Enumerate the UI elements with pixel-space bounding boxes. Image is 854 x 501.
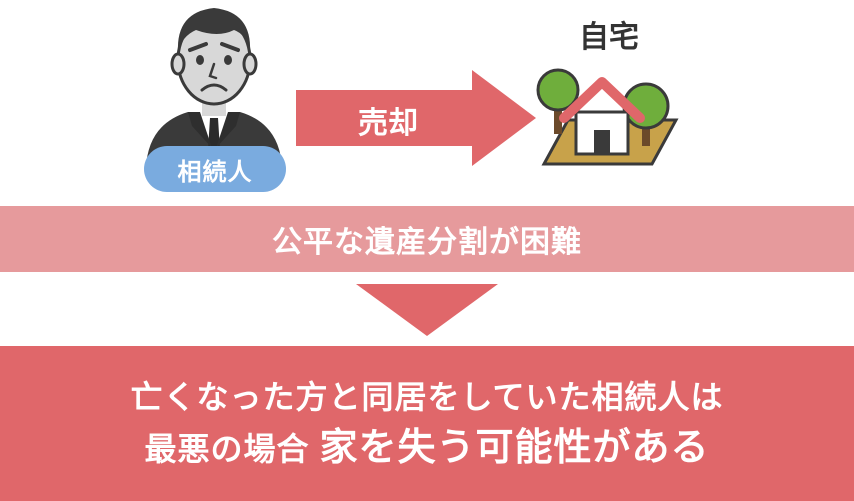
down-arrow [356,284,498,336]
sale-label: 売却 [358,106,418,141]
fairness-band: 公平な遺産分割が困難 [0,206,854,272]
conclusion-line2: 最悪の場合家を失う可能性がある [144,421,709,475]
sale-arrow [296,70,536,166]
heir-badge: 相続人 [144,146,286,192]
home-label: 自宅 [579,20,639,55]
conclusion-line1: 亡くなった方と同居をしていた相続人は [130,377,724,416]
conclusion-box: 亡くなった方と同居をしていた相続人は 最悪の場合家を失う可能性がある [0,346,854,501]
conclusion-emphasis: 家を失う可能性がある [319,424,710,469]
house-with-trees-icon [536,68,679,166]
worried-man-icon [146,8,282,168]
conclusion-prefix: 最悪の場合 [144,429,310,468]
